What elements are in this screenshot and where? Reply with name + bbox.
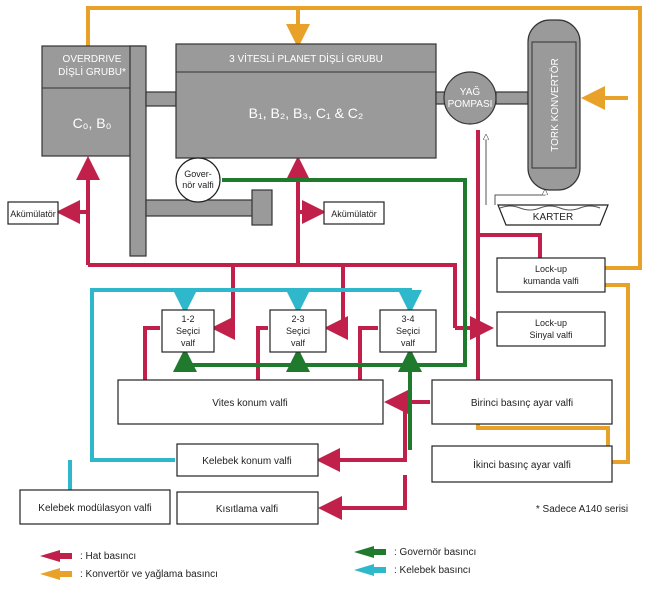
legend-governor-pressure: : Governör basıncı <box>354 546 476 558</box>
oil-pump: YAĞ POMPASI <box>443 71 497 125</box>
footnote: * Sadece A140 serisi <box>536 504 628 515</box>
throttle-position-valve: Kelebek konum valfi <box>176 443 319 477</box>
torque-converter: TORK KONVERTÖR <box>527 19 581 191</box>
accumulator-left: Akümülatör <box>7 201 59 225</box>
legend: : Hat basıncı : Konvertör ve yağlama bas… <box>40 546 476 580</box>
selector-23-word: Seçici <box>286 326 310 336</box>
governor-label-1: Gover- <box>184 169 212 179</box>
shift-position-label: Vites konum valfi <box>212 398 287 409</box>
selector-12-word: Seçici <box>176 326 200 336</box>
legend-label-governor: : Governör basıncı <box>394 547 476 558</box>
planetary-title: 3 VİTESLİ PLANET DİŞLİ GRUBU <box>229 52 383 65</box>
return-arrows <box>486 135 545 205</box>
crankcase-label: KARTER <box>533 212 573 223</box>
throttle-modulation-label: Kelebek modülasyon valfi <box>38 503 151 514</box>
overdrive-title-1: OVERDRIVE <box>63 54 122 65</box>
legend-line-pressure: : Hat basıncı <box>40 550 136 562</box>
primary-pressure-label: Birinci basınç ayar valfi <box>471 398 573 409</box>
governor-pressure-lines <box>173 178 467 450</box>
lockup-signal-label-2: Sinyal valfi <box>529 330 572 340</box>
selector-23-valve: valf <box>291 338 306 348</box>
accumulator-left-label: Akümülatör <box>10 209 56 219</box>
legend-converter-pressure: : Konvertör ve yağlama basıncı <box>40 568 218 580</box>
legend-throttle-pressure: : Kelebek basıncı <box>354 564 471 576</box>
selector-valve-3-4: 3-4 Seçici valf <box>379 309 437 353</box>
overdrive-title-2: DİŞLİ GRUBU* <box>58 65 126 78</box>
lockup-signal-valve: Lock-up Sinyal valfi <box>496 311 606 347</box>
restriction-valve: Kısıtlama valfi <box>176 491 319 525</box>
legend-label-line: : Hat basıncı <box>80 551 136 562</box>
restriction-label: Kısıtlama valfi <box>216 504 278 515</box>
legend-label-throttle: : Kelebek basıncı <box>394 565 471 576</box>
torque-converter-body <box>527 19 581 191</box>
accumulator-right: Akümülatör <box>323 201 385 225</box>
shift-position-valve: Vites konum valfi <box>117 379 384 425</box>
overdrive-elements: C₀, B₀ <box>73 115 112 131</box>
selector-34-word: Seçici <box>396 326 420 336</box>
lockup-signal-label-1: Lock-up <box>535 318 567 328</box>
lockup-control-label-1: Lock-up <box>535 264 567 274</box>
legend-label-converter: : Konvertör ve yağlama basıncı <box>80 569 218 580</box>
governor-label-2: nör valfi <box>182 180 214 190</box>
throttle-pressure-lines <box>68 288 422 490</box>
throttle-position-label: Kelebek konum valfi <box>202 456 292 467</box>
oil-pump-label-1: YAĞ <box>460 85 481 98</box>
overdrive-box <box>41 45 143 157</box>
planetary-box <box>175 43 437 159</box>
selector-34-valve: valf <box>401 338 416 348</box>
oil-pump-circle <box>443 71 497 125</box>
oil-pump-label-2: POMPASI <box>448 99 493 110</box>
throttle-modulation-valve: Kelebek modülasyon valfi <box>19 489 171 525</box>
planetary-gear-group: 3 VİTESLİ PLANET DİŞLİ GRUBU B₁, B₂, B₃,… <box>175 43 437 159</box>
selector-12-num: 1-2 <box>181 314 194 324</box>
planetary-elements: B₁, B₂, B₃, C₁ & C₂ <box>249 105 364 121</box>
torque-converter-label: TORK KONVERTÖR <box>549 58 561 152</box>
accumulator-right-label: Akümülatör <box>331 209 377 219</box>
line-pressure-lines <box>56 130 542 520</box>
selector-23-num: 2-3 <box>291 314 304 324</box>
lockup-control-label-2: kumanda valfi <box>523 276 579 286</box>
governor-valve-circle <box>175 157 221 203</box>
crankcase: KARTER <box>497 204 609 226</box>
secondary-pressure-valve: İkinci basınç ayar valfi <box>431 445 613 483</box>
governor-valve: Gover- nör valfi <box>175 157 221 203</box>
selector-valve-1-2: 1-2 Seçici valf <box>161 309 215 353</box>
lockup-control-valve: Lock-up kumanda valfi <box>496 257 606 293</box>
selector-valve-2-3: 2-3 Seçici valf <box>269 309 327 353</box>
overdrive-gear-group: OVERDRIVE DİŞLİ GRUBU* C₀, B₀ <box>41 45 143 157</box>
secondary-pressure-label: İkinci basınç ayar valfi <box>473 458 571 471</box>
primary-pressure-valve: Birinci basınç ayar valfi <box>431 379 613 425</box>
selector-34-num: 3-4 <box>401 314 414 324</box>
selector-12-valve: valf <box>181 338 196 348</box>
